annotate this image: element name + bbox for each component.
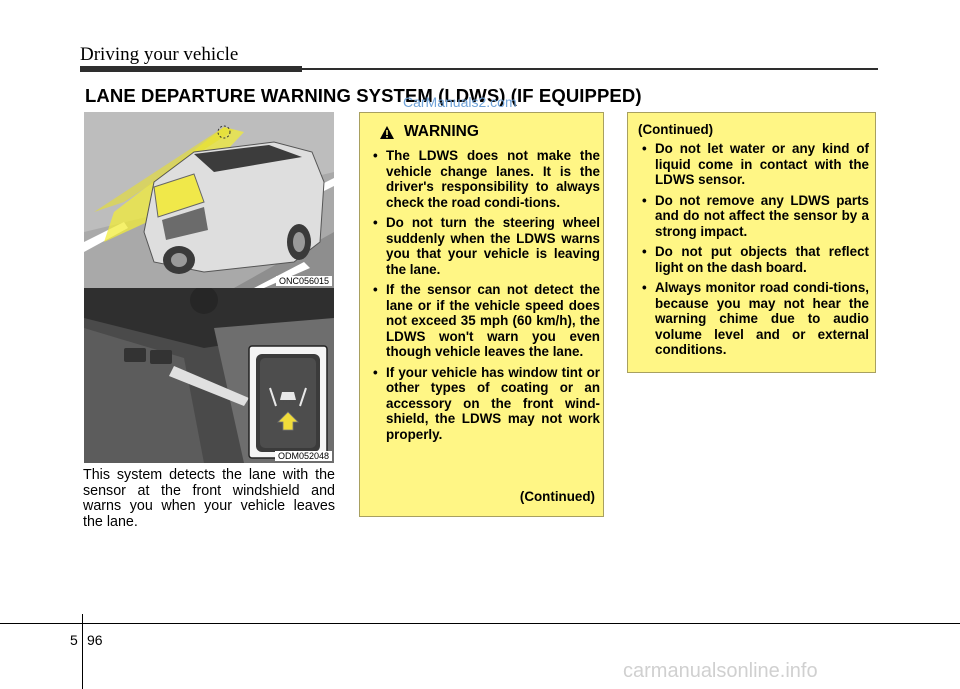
switch-illustration: ODM052048 bbox=[84, 288, 334, 463]
continuation-item: Always monitor road condi-tions, because… bbox=[641, 280, 869, 358]
warning-icon bbox=[380, 125, 394, 139]
warning-header: WARNING bbox=[380, 123, 479, 141]
continuation-title: (Continued) bbox=[638, 122, 714, 137]
warning-title: WARNING bbox=[404, 123, 479, 140]
footer-rule bbox=[0, 623, 960, 624]
dashboard-drawing bbox=[84, 288, 334, 463]
vehicle-drawing bbox=[84, 112, 334, 288]
warning-item: Do not turn the steering wheel suddenly … bbox=[372, 215, 600, 277]
footer-divider bbox=[82, 614, 83, 689]
section-title: LANE DEPARTURE WARNING SYSTEM (LDWS) (IF… bbox=[85, 85, 642, 106]
figure-code: ODM052048 bbox=[274, 451, 332, 461]
header-rule bbox=[302, 68, 878, 70]
warning-item: If your vehicle has window tint or other… bbox=[372, 365, 600, 443]
header-bar bbox=[80, 66, 302, 72]
intro-paragraph: This system detects the lane with the se… bbox=[83, 467, 335, 530]
warning-item: If the sensor can not detect the lane or… bbox=[372, 282, 600, 360]
figure-code: ONC056015 bbox=[275, 276, 332, 286]
continuation-box: (Continued) Do not let water or any kind… bbox=[627, 112, 876, 373]
section-number: 5 bbox=[70, 632, 78, 648]
continuation-item: Do not put objects that reflect light on… bbox=[641, 244, 869, 275]
footer-watermark-link[interactable]: carmanualsonline.info bbox=[623, 660, 818, 682]
warning-list: The LDWS does not make the vehicle chang… bbox=[372, 148, 600, 447]
continuation-item: Do not remove any LDWS parts and do not … bbox=[641, 193, 869, 240]
page-number: 96 bbox=[87, 632, 103, 648]
vehicle-illustration: ONC056015 bbox=[84, 112, 334, 288]
continued-label: (Continued) bbox=[519, 489, 595, 504]
warning-box: WARNING The LDWS does not make the vehic… bbox=[359, 112, 604, 517]
continuation-item: Do not let water or any kind of liquid c… bbox=[641, 141, 869, 188]
continuation-list: Do not let water or any kind of liquid c… bbox=[641, 141, 869, 363]
watermark-link[interactable]: CarManuals2.com bbox=[403, 94, 517, 110]
chapter-title: Driving your vehicle bbox=[80, 44, 239, 65]
warning-item: The LDWS does not make the vehicle chang… bbox=[372, 148, 600, 210]
